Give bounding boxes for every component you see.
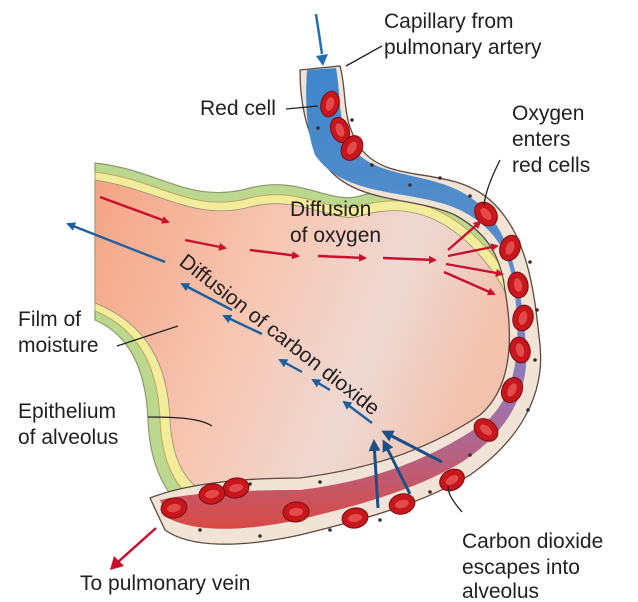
film-label-line2: moisture bbox=[18, 334, 99, 357]
diffusion-oxygen-label-line2: of oxygen bbox=[290, 224, 381, 247]
diffusion-oxygen-label-line1: Diffusion bbox=[290, 198, 371, 221]
oxygen-label-line1: Oxygen bbox=[512, 102, 584, 125]
capillary-label-line2: pulmonary artery bbox=[384, 36, 542, 59]
oxygen-label-line2: enters bbox=[512, 128, 570, 151]
capillary-label-line1: Capillary from bbox=[384, 10, 514, 33]
co2-escape-label-line2: escapes into bbox=[462, 556, 580, 579]
epithelium-label-line2: of alveolus bbox=[18, 426, 118, 449]
pulmonary-vein-label: To pulmonary vein bbox=[80, 572, 250, 595]
blood-in-arrow bbox=[316, 14, 328, 66]
film-label-line1: Film of bbox=[18, 308, 81, 331]
co2-escape-label-line1: Carbon dioxide bbox=[462, 530, 603, 553]
blood-out-arrow bbox=[110, 528, 156, 570]
red-cell-label: Red cell bbox=[200, 97, 276, 120]
epithelium-label-line1: Epithelium bbox=[18, 400, 116, 423]
oxygen-label-line3: red cells bbox=[512, 154, 590, 177]
co2-escape-label-line3: alveolus bbox=[462, 580, 539, 602]
